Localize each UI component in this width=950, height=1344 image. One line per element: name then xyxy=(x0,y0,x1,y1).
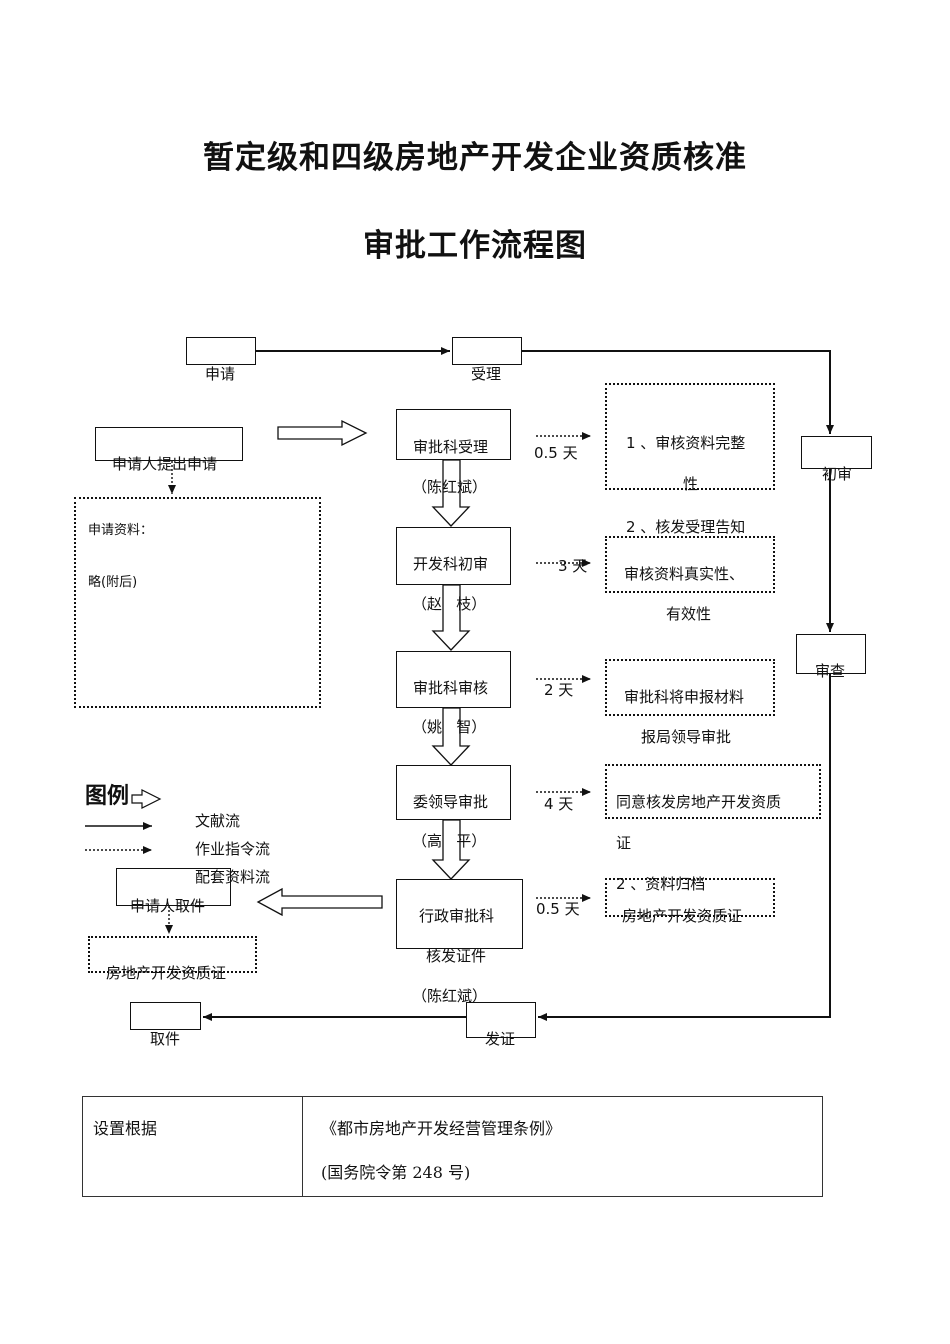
step5-box xyxy=(396,879,523,949)
pickup-label: 取件 xyxy=(150,1030,181,1048)
legend-title: 图例 xyxy=(85,784,130,809)
basis-decree: (国务院令第 248 号) xyxy=(321,1163,471,1182)
step3-task-line1: 审批科将申报材料 xyxy=(624,688,745,706)
step4-task-line1: 同意核发房地产开发资质 xyxy=(616,793,782,811)
step2-task-line2: 有效性 xyxy=(666,605,712,623)
materials-label: 申请资料： xyxy=(88,523,154,538)
step5-task-line2: 房地产开发资质证 xyxy=(622,907,743,925)
step4-person: （高 平） xyxy=(412,832,487,850)
step3-days: 2 天 xyxy=(544,681,574,699)
submit-hollow-arrow xyxy=(277,419,368,447)
step1-task-line2: 性 xyxy=(683,475,699,493)
step1-task-box xyxy=(605,383,775,490)
applicant-submit-box xyxy=(95,427,243,461)
basis-value-cell: 《都市房地产开发经营管理条例》 (国务院令第 248 号) xyxy=(302,1096,823,1197)
page-title: 暂定级和四级房地产开发企业资质核准 xyxy=(203,140,747,176)
examine-to-issue-arrow xyxy=(538,674,831,1021)
accept-label: 受理 xyxy=(471,365,502,383)
applicant-pickup-box xyxy=(116,868,231,906)
step1-box xyxy=(396,409,511,460)
step3-person: （姚 智） xyxy=(412,718,487,736)
legend-hollow-arrow xyxy=(131,789,162,809)
step1-name: 审批科受理 xyxy=(413,438,489,456)
first-review-label: 初审 xyxy=(822,465,853,483)
page-subtitle: 审批工作流程图 xyxy=(363,228,587,264)
step4-task-box xyxy=(605,764,821,819)
step5-name: 行政审批科 xyxy=(419,907,495,925)
step1-person: （陈红斌） xyxy=(412,478,488,496)
basis-label: 设置根据 xyxy=(93,1119,158,1138)
first-review-box xyxy=(801,436,872,469)
step1-days: 0.5 天 xyxy=(534,444,578,462)
apply-box xyxy=(186,337,256,365)
certificate-box xyxy=(88,936,257,973)
step2-name: 开发科初审 xyxy=(413,555,489,573)
basis-table: 设置根据 《都市房地产开发经营管理条例》 (国务院令第 248 号) xyxy=(82,1096,823,1197)
step3-name: 审批科审核 xyxy=(413,679,489,697)
basis-law: 《都市房地产开发经营管理条例》 xyxy=(321,1119,562,1138)
examine-box xyxy=(796,634,866,674)
legend-doc-flow: 文献流 xyxy=(195,812,241,830)
applicant-submit-label: 申请人提出申请 xyxy=(112,455,218,473)
apply-label: 申请 xyxy=(205,365,236,383)
step2-days: 3 天 xyxy=(558,557,588,575)
return-hollow-arrow xyxy=(256,887,383,917)
step5-days: 0.5 天 xyxy=(536,900,580,918)
step2-task-box xyxy=(605,536,775,593)
legend-support-flow: 配套资料流 xyxy=(195,868,271,886)
materials-note: 略(附后) xyxy=(88,575,138,590)
step1-task-line1: 1 、审核资料完整 xyxy=(626,434,746,452)
step3-task-line2: 报局领导审批 xyxy=(641,728,732,746)
step4-box xyxy=(396,765,511,820)
pickup-box xyxy=(130,1002,201,1030)
step5-task-box xyxy=(605,878,775,917)
step5-person: （陈红斌） xyxy=(412,987,488,1005)
examine-label: 审查 xyxy=(815,662,846,680)
step3-box xyxy=(396,651,511,708)
legend-order-flow: 作业指令流 xyxy=(195,840,271,858)
step4-days: 4 天 xyxy=(544,795,574,813)
step4-to-step5-arrow xyxy=(431,819,471,880)
basis-label-cell: 设置根据 xyxy=(82,1096,303,1197)
materials-box xyxy=(74,497,321,708)
certificate-label: 房地产开发资质证 xyxy=(106,964,227,982)
step4-task-line2: 证 xyxy=(616,834,632,852)
step5-name2: 核发证件 xyxy=(426,947,487,965)
step2-box xyxy=(396,527,511,585)
step2-person: （赵 枝） xyxy=(412,595,487,613)
accept-box xyxy=(452,337,522,365)
step1-task-line3: 2 、核发受理告知 xyxy=(626,518,746,536)
step3-task-box xyxy=(605,659,775,716)
step5-task-line1: 2 、资料归档 xyxy=(616,875,706,893)
step1-to-step2-arrow xyxy=(431,459,471,527)
applicant-pickup-label: 申请人取件 xyxy=(130,897,206,915)
step2-to-step3-arrow xyxy=(431,584,471,651)
accept-to-review-arrow xyxy=(522,350,834,434)
step4-name: 委领导审批 xyxy=(413,793,489,811)
step2-task-line1: 审核资料真实性、 xyxy=(624,565,745,583)
issue-label: 发证 xyxy=(485,1030,516,1048)
issue-box xyxy=(466,1002,536,1038)
step3-to-step4-arrow xyxy=(431,707,471,766)
